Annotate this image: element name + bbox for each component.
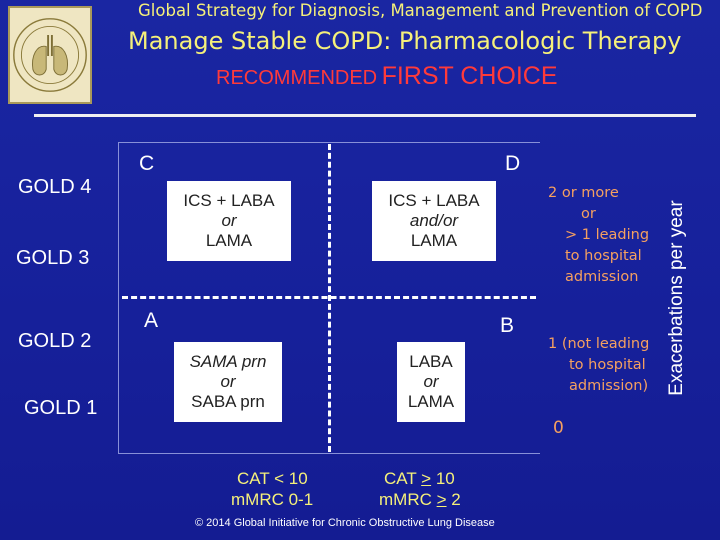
lungs-seal-icon — [13, 18, 87, 92]
therapy-line: SABA prn — [191, 392, 265, 411]
exacerbation-line: to hospital — [569, 357, 646, 373]
gold-4-label: GOLD 4 — [18, 176, 92, 198]
mmrc-high-value: 2 — [446, 490, 461, 509]
quadrant-bottom-border — [118, 453, 540, 454]
quadrant-top-border — [118, 142, 540, 143]
cat-high: CAT > 10 — [379, 468, 461, 489]
quadrant-c-letter: C — [139, 152, 155, 175]
quadrant-c-therapy-box: ICS + LABA or LAMA — [167, 181, 291, 261]
exacerbation-line: admission) — [569, 378, 649, 394]
gold-2-label: GOLD 2 — [18, 330, 92, 352]
gold-logo — [8, 6, 92, 104]
therapy-connector: or — [221, 211, 237, 230]
therapy-line: ICS + LABA — [388, 191, 480, 210]
mmrc-high-prefix: mMRC — [379, 490, 437, 509]
therapy-line: SAMA prn — [189, 352, 267, 371]
mmrc-high: mMRC > 2 — [379, 489, 461, 510]
exacerbation-low-label: 1 (not leading to hospital admission) — [548, 334, 649, 397]
cat-high-prefix: CAT — [384, 469, 422, 488]
cat-high-symbol: > — [421, 469, 432, 488]
therapy-connector: and/or — [409, 211, 459, 230]
therapy-line: LABA — [409, 352, 453, 371]
quadrant-a-therapy-box: SAMA prn or SABA prn — [174, 342, 282, 422]
exacerbation-high-label: 2 or more or > 1 leading to hospital adm… — [548, 183, 649, 288]
exacerbation-line: 1 (not leading — [548, 336, 650, 352]
exacerbation-axis-label: Exacerbations per year — [666, 200, 687, 396]
header-divider — [34, 114, 696, 117]
exacerbation-line: > 1 leading — [565, 227, 650, 243]
exacerbation-line: or — [581, 206, 596, 222]
quadrant-b-therapy-box: LABA or LAMA — [397, 342, 465, 422]
therapy-line: LAMA — [407, 392, 455, 411]
quadrant-b-letter: B — [500, 314, 515, 337]
quadrant-frame — [118, 142, 540, 454]
therapy-line: LAMA — [205, 231, 253, 250]
subtitle-recommended: RECOMMENDED — [216, 67, 378, 89]
page-title: Manage Stable COPD: Pharmacologic Therap… — [128, 27, 682, 55]
symptoms-low-label: CAT < 10 mMRC 0-1 — [231, 468, 313, 510]
gold-3-label: GOLD 3 — [16, 247, 90, 269]
vertical-dashed-divider — [328, 144, 331, 452]
exacerbation-line: 2 or more — [548, 185, 619, 201]
cat-high-value: 10 — [431, 469, 455, 488]
therapy-line: LAMA — [410, 231, 458, 250]
therapy-connector: or — [220, 372, 236, 391]
copyright-notice: © 2014 Global Initiative for Chronic Obs… — [195, 517, 495, 529]
therapy-line: ICS + LABA — [183, 191, 275, 210]
exacerbation-line: to hospital — [565, 248, 642, 264]
quadrant-d-therapy-box: ICS + LABA and/or LAMA — [372, 181, 496, 261]
gold-1-label: GOLD 1 — [24, 397, 98, 419]
page-subtitle: RECOMMENDED FIRST CHOICE — [216, 62, 636, 91]
mmrc-high-symbol: > — [436, 490, 447, 509]
exacerbation-line: admission — [565, 269, 639, 285]
quadrant-a-letter: A — [144, 309, 159, 332]
subtitle-first-choice: FIRST CHOICE — [381, 62, 558, 90]
therapy-connector: or — [423, 372, 439, 391]
quadrant-d-letter: D — [505, 152, 521, 175]
symptoms-high-label: CAT > 10 mMRC > 2 — [379, 468, 461, 510]
strategy-title: Global Strategy for Diagnosis, Managemen… — [138, 1, 703, 20]
cat-low: CAT < 10 — [237, 469, 308, 488]
mmrc-low: mMRC 0-1 — [231, 490, 314, 509]
exacerbation-zero-label: 0 — [553, 418, 564, 438]
